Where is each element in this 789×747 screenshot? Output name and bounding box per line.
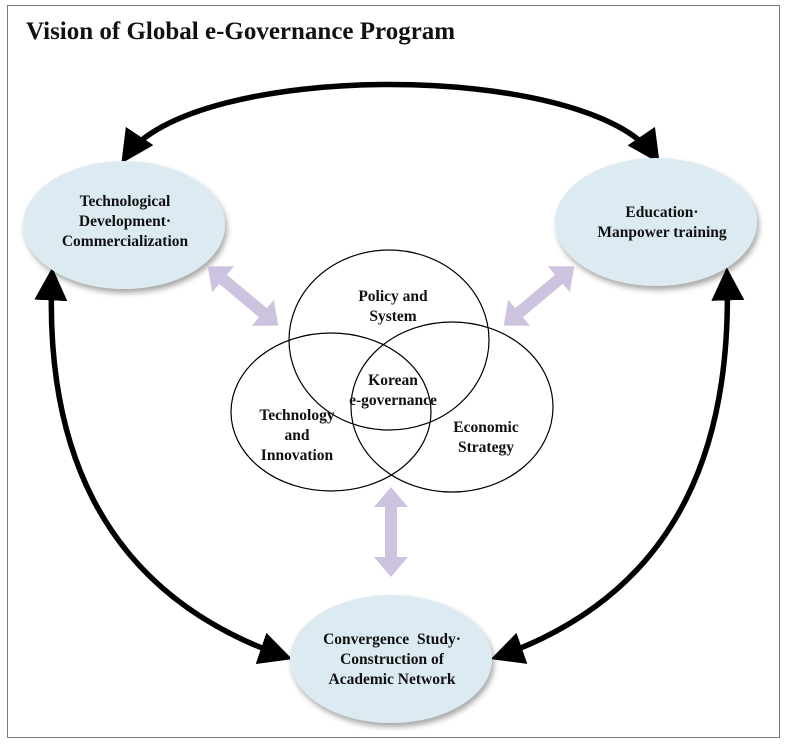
- venn-technology-line-1: Technology: [259, 407, 335, 424]
- venn-center-line-1: Korean: [368, 372, 418, 389]
- diagram-frame: [7, 5, 780, 738]
- node-tech-dev-label: Technological Development· Commercializa…: [62, 192, 188, 252]
- venn-technology-line-2: and: [284, 427, 310, 444]
- ellipse-tech-dev: [23, 161, 225, 289]
- ellipse-education: [555, 158, 757, 286]
- venn-policy-line-1: Policy and: [358, 288, 428, 305]
- ellipse-convergence: [290, 595, 492, 723]
- double-arrow-bottom: [374, 487, 408, 577]
- diagram-title: Vision of Global e-Governance Program: [26, 18, 456, 45]
- node-convergence-line-2: Construction of: [340, 651, 444, 668]
- double-arrow-right: [503, 266, 575, 326]
- node-tech-dev-line-1: Technological: [79, 193, 171, 210]
- node-education-label: Education· Manpower training: [597, 203, 726, 243]
- node-tech-dev-line-3: Commercialization: [61, 233, 189, 250]
- venn-economic-line-1: Economic: [453, 419, 519, 436]
- connector-top: [121, 81, 660, 164]
- node-education-line-2: Manpower training: [597, 224, 727, 241]
- venn-circle-economic: [350, 321, 554, 493]
- venn-technology-line-3: Innovation: [260, 447, 334, 464]
- venn-center-line-2: e-governance: [349, 392, 437, 409]
- node-tech-dev-line-2: Development·: [78, 213, 172, 230]
- venn-policy-line-2: System: [369, 308, 417, 325]
- double-arrow-left: [207, 266, 279, 326]
- venn-circle-technology: [230, 332, 432, 492]
- venn-economic-label: Economic Strategy: [453, 418, 518, 458]
- node-convergence-label: Convergence Study· Construction of Acade…: [323, 630, 461, 690]
- node-convergence-line-1: Convergence Study·: [323, 631, 461, 648]
- venn-center-label: Korean e-governance: [349, 371, 437, 411]
- connector-left: [34, 267, 293, 665]
- connector-right: [490, 267, 745, 664]
- venn-technology-label: Technology and Innovation: [259, 406, 334, 466]
- node-convergence-line-3: Academic Network: [328, 671, 456, 688]
- node-education-line-1: Education·: [625, 204, 699, 221]
- venn-economic-line-2: Strategy: [458, 439, 514, 456]
- venn-policy-label: Policy and System: [358, 287, 427, 327]
